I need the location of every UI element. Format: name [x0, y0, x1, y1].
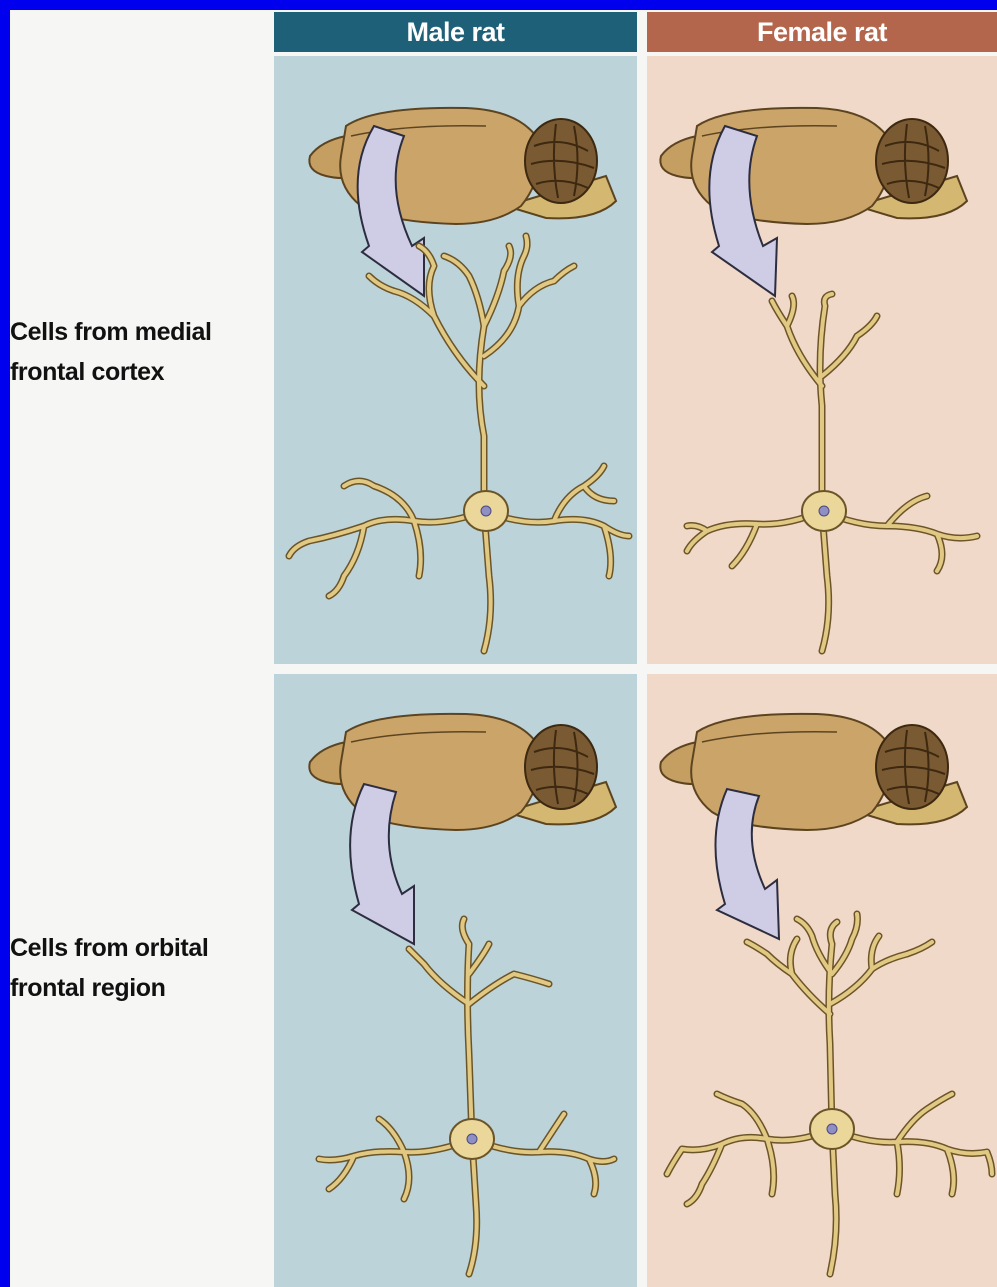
female-rat-header: Female rat — [647, 12, 997, 52]
male-rat-header: Male rat — [274, 12, 637, 52]
panel-male-medial — [274, 56, 637, 664]
row-label-orbital-line1: Cells from orbital — [10, 928, 260, 968]
row-label-orbital: Cells from orbital frontal region — [10, 928, 260, 1008]
neuron-icon — [319, 919, 614, 1274]
rat-brain-icon — [660, 108, 967, 224]
panel-female-orbital — [647, 674, 997, 1287]
panel-female-medial — [647, 56, 997, 664]
row-label-orbital-line2: frontal region — [10, 968, 260, 1008]
row-label-medial-line2: frontal cortex — [10, 352, 260, 392]
row-label-medial-line1: Cells from medial — [10, 312, 260, 352]
figure-page: Male rat Female rat Cells from medial fr… — [10, 10, 997, 1287]
neuron-icon — [687, 294, 977, 651]
rat-brain-icon — [660, 714, 967, 830]
female-rat-header-label: Female rat — [757, 17, 887, 48]
row-label-medial: Cells from medial frontal cortex — [10, 312, 260, 392]
male-rat-header-label: Male rat — [406, 17, 504, 48]
rat-brain-icon — [309, 108, 616, 224]
neuron-icon — [289, 236, 629, 651]
panel-male-orbital — [274, 674, 637, 1287]
neuron-icon — [667, 914, 992, 1274]
